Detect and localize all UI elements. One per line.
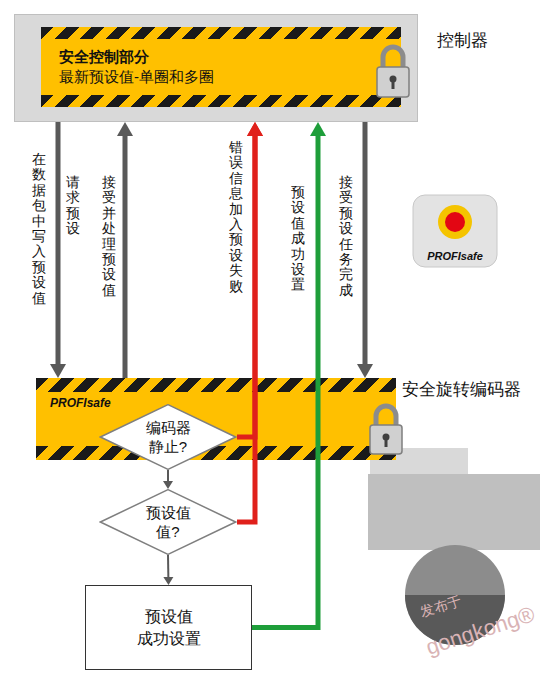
edge-label: 在数据包中写入预设值 (32, 152, 46, 306)
section-subtitle: 最新预设值-单圈和多圈 (59, 67, 401, 87)
connector-line (167, 555, 169, 578)
node-ctrl: 控制器安全控制部分最新预设值-单圈和多圈 (14, 14, 418, 122)
encoder-label: 安全旋转编码器 (402, 378, 521, 401)
flow-connector (252, 122, 326, 628)
controller-label: 控制器 (437, 29, 488, 52)
process-text: 预设值 成功设置 (137, 606, 201, 650)
arrow-head (310, 122, 326, 136)
arrow-head (247, 122, 263, 136)
decision-text: 编码器 静止? (146, 418, 191, 456)
flow-connector (163, 555, 173, 585)
diamond-shape (100, 490, 235, 555)
arrow-head (163, 577, 173, 585)
connector-line (363, 122, 368, 365)
logo-button (445, 212, 465, 232)
diamond-outline (99, 404, 237, 470)
encoder-body (368, 474, 540, 550)
lock-icon (374, 40, 412, 102)
node-logo: PROFIsafe (410, 192, 500, 270)
diamond-outline (99, 489, 237, 555)
free-label: 请求预设 (66, 175, 80, 237)
node-eband: PROFIsafe安全旋转编码器 (36, 378, 396, 460)
node-diamond: 预设值 值? (99, 489, 237, 555)
arrow-head (50, 364, 66, 378)
hazard-stripe (41, 27, 401, 39)
flow-connector (117, 122, 133, 378)
hazard-stripe (36, 378, 396, 392)
connector-line (167, 470, 169, 482)
arrow-head (357, 364, 373, 378)
node-box: 预设值 成功设置 (85, 585, 252, 670)
flow-connector (50, 122, 66, 378)
section-title: 安全控制部分 (59, 47, 401, 67)
connector-line (123, 135, 128, 378)
edge-label: 预设值成功设置 (291, 185, 305, 293)
logo-ring (438, 205, 472, 239)
edge-label: 接受预设任务完成 (339, 175, 353, 298)
connector-line (56, 122, 61, 365)
arrow-head (163, 481, 173, 489)
connector-line (252, 135, 318, 628)
profisafe-tag: PROFIsafe (50, 396, 111, 410)
node-diamond: 编码器 静止? (99, 404, 237, 470)
lock-icon (367, 400, 405, 458)
edge-label: 接受并处理预设值 (102, 175, 116, 298)
flow-connector (357, 122, 373, 378)
logo-text: PROFIsafe (410, 250, 500, 262)
arrow-head (247, 122, 263, 136)
hazard-stripe (36, 446, 396, 460)
node-yband: 安全控制部分最新预设值-单圈和多圈 (41, 27, 401, 107)
edge-label: 错误信息加入预设失败 (229, 140, 243, 294)
flow-connector (163, 470, 173, 489)
diamond-shape (100, 405, 235, 470)
hazard-stripe (41, 95, 401, 107)
decision-text: 预设值 值? (146, 503, 191, 541)
arrow-head (117, 122, 133, 136)
